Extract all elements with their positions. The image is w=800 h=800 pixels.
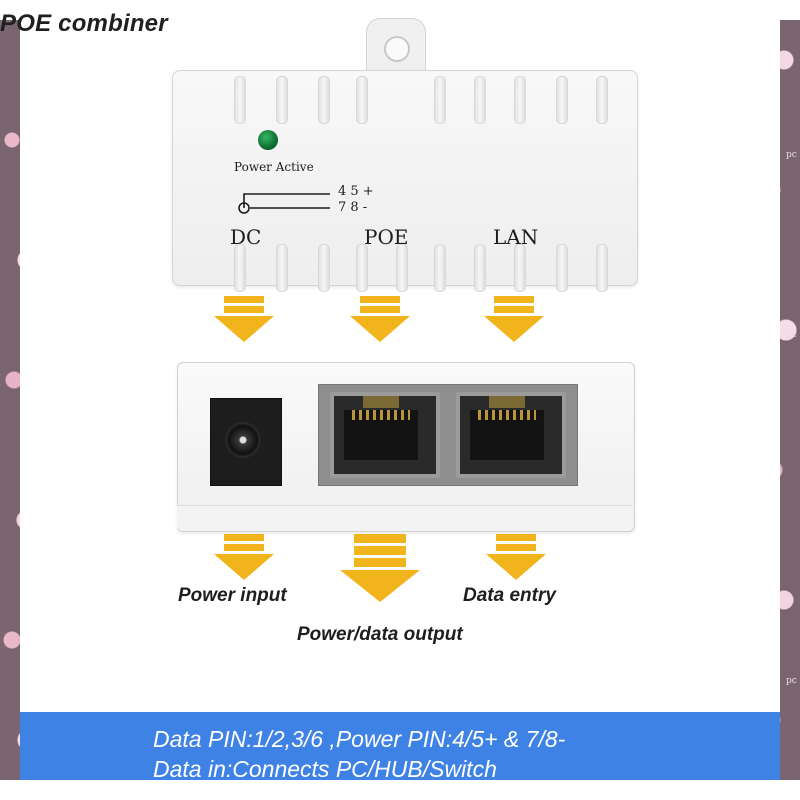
caption-power-input: Power input: [178, 585, 287, 606]
info-banner: [20, 712, 780, 780]
arrow-down-icon: [484, 296, 544, 342]
housing-rib: [318, 76, 330, 124]
housing-rib: [596, 76, 608, 124]
arrow-down-icon: [340, 534, 420, 602]
housing-rib: [234, 244, 246, 292]
caption-power-data-output: Power/data output: [297, 624, 463, 645]
power-active-label: Power Active: [234, 160, 314, 174]
caption-data-entry: Data entry: [463, 585, 556, 606]
housing-rib: [434, 76, 446, 124]
arrow-down-icon: [350, 296, 410, 342]
watermark: pc: [786, 150, 797, 160]
pin-info-line: Data PIN:1/2,3/6 ,Power PIN:4/5+ & 7/8-: [153, 726, 566, 752]
housing-rib: [556, 76, 568, 124]
housing-rib: [556, 244, 568, 292]
poe-rj45-port: [330, 392, 440, 478]
watermark: pc: [786, 330, 797, 340]
dc-jack-socket: [225, 422, 261, 458]
port-label-poe: POE: [364, 225, 409, 249]
housing-rib: [356, 244, 368, 292]
housing-rib: [318, 244, 330, 292]
housing-rib: [596, 244, 608, 292]
housing-rib: [234, 76, 246, 124]
lan-rj45-port: [456, 392, 566, 478]
dc-polarity-symbol: [238, 193, 330, 214]
housing-rib: [396, 244, 408, 292]
housing-rib: [276, 244, 288, 292]
pin-upper-label: 4 5 +: [338, 184, 374, 199]
housing-rib: [514, 244, 526, 292]
port-label-lan: LAN: [493, 225, 539, 249]
arrow-down-icon: [214, 296, 274, 342]
port-label-dc: DC: [230, 225, 262, 249]
arrow-down-icon: [486, 534, 546, 580]
bottom-strip: [0, 780, 800, 800]
page-title: POE combiner: [0, 10, 168, 37]
front-base-strip: [177, 505, 633, 531]
housing-rib: [434, 244, 446, 292]
housing-rib: [276, 76, 288, 124]
mounting-hole: [384, 36, 410, 62]
housing-rib: [356, 76, 368, 124]
housing-rib: [474, 244, 486, 292]
watermark: pc: [786, 676, 797, 686]
pin-lower-label: 7 8 -: [338, 200, 368, 215]
power-led: [258, 130, 278, 150]
arrow-down-icon: [214, 534, 274, 580]
housing-rib: [474, 76, 486, 124]
data-in-info-line: Data in:Connects PC/HUB/Switch: [153, 756, 497, 782]
housing-rib: [514, 76, 526, 124]
top-strip: [0, 0, 800, 20]
